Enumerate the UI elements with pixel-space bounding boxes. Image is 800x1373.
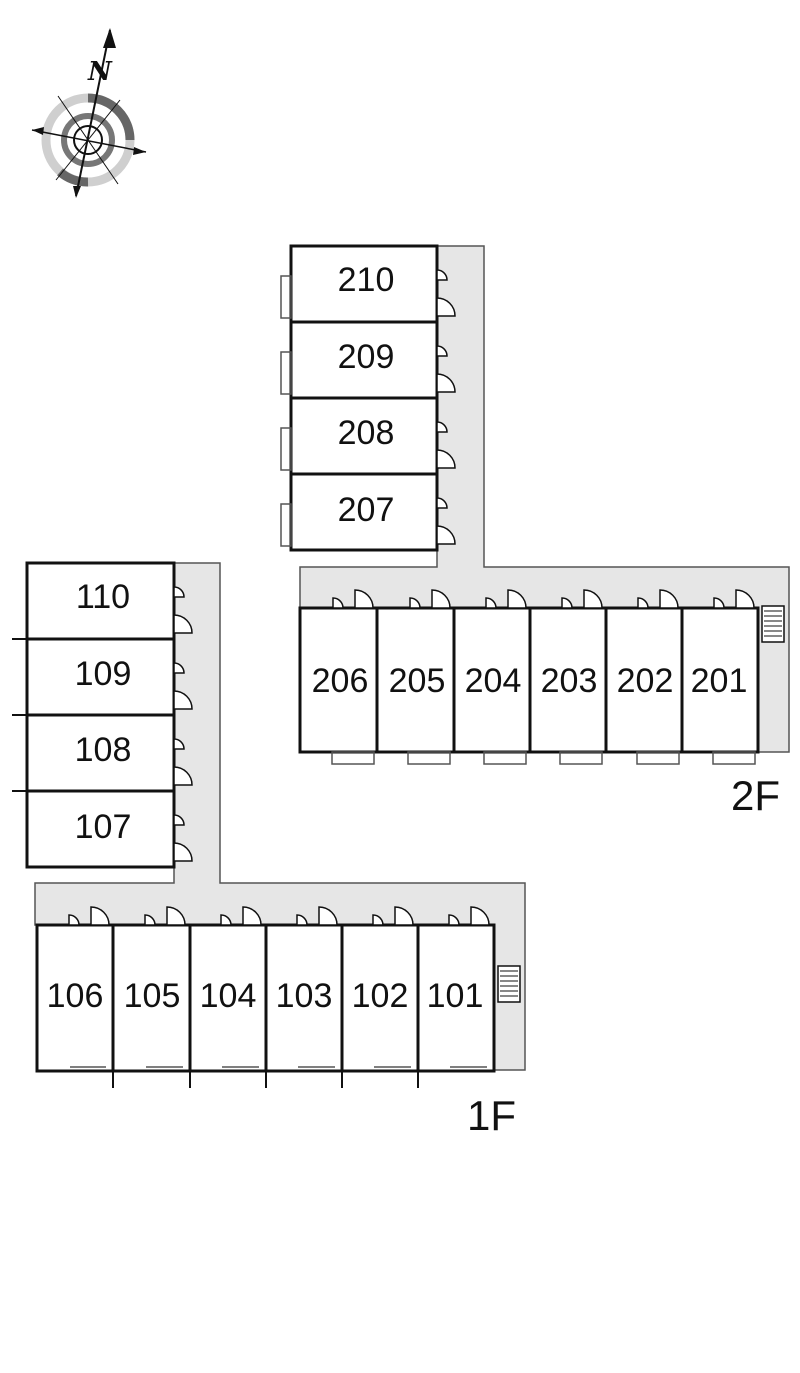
unit-101 [416,923,496,1073]
unit-label: 101 [427,977,484,1015]
stairs-icon [761,605,785,643]
door-icons [68,906,490,926]
floor-label-1f: 1F [467,1092,516,1139]
unit-206 [298,606,379,754]
unit-210 [289,244,439,324]
unit-104 [188,923,268,1073]
unit-label: 204 [465,662,522,700]
door-icons [332,589,755,609]
balconies [280,275,292,547]
unit-label: 104 [200,977,257,1015]
balconies [331,751,756,765]
unit-label: 107 [75,808,132,846]
door-icons [173,586,193,862]
unit-label: 108 [75,731,132,769]
unit-109 [25,637,176,717]
unit-107 [25,789,176,869]
unit-label: 205 [389,662,446,700]
stairs-icon [497,965,521,1003]
unit-label: 109 [75,655,132,693]
unit-label: 210 [338,261,395,299]
north-label: N [87,57,113,87]
wall-ticks [112,1071,419,1088]
unit-label: 202 [617,662,674,700]
floor-1f: 110 109 108 107 106 105 104 10 [12,561,526,1139]
unit-label: 201 [691,662,748,700]
unit-label: 110 [76,578,130,616]
unit-label: 208 [338,414,395,452]
unit-label: 106 [47,977,104,1015]
unit-label: 206 [312,662,369,700]
unit-label: 103 [276,977,333,1015]
door-icons [436,269,456,545]
floor-2f: 210 209 208 207 206 205 204 [280,244,790,819]
unit-label: 102 [352,977,409,1015]
wall-ticks [12,638,27,792]
unit-label: 105 [124,977,181,1015]
unit-label: 203 [541,662,598,700]
floor-label-2f: 2F [731,772,780,819]
unit-108 [25,713,176,793]
compass-rose-icon: N [31,28,147,198]
unit-label: 209 [338,338,395,376]
unit-label: 207 [338,491,395,529]
unit-106 [35,923,115,1073]
